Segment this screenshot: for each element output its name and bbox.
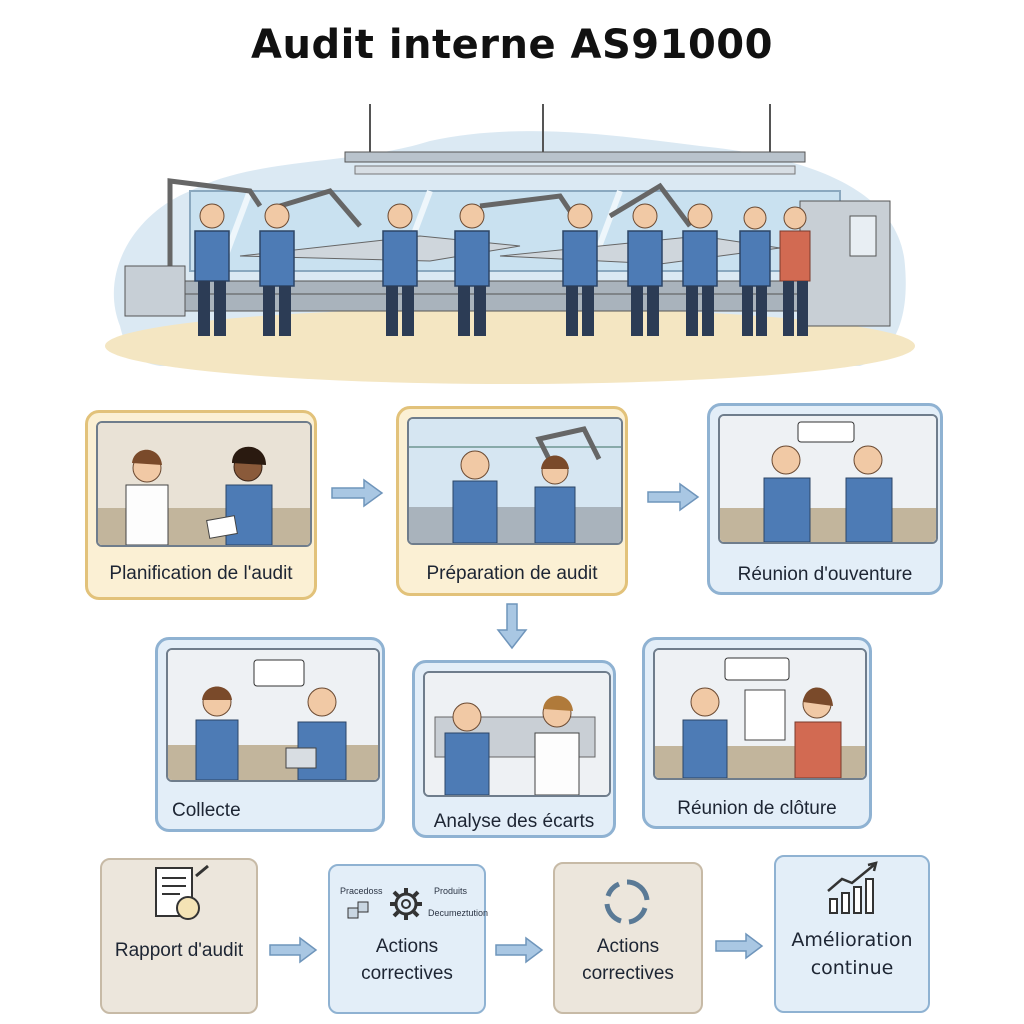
box-label: continue <box>810 957 894 979</box>
step-label: Planification de l'audit <box>109 563 293 584</box>
scene-cloture <box>653 648 867 780</box>
arrow-right-icon <box>715 932 764 960</box>
report-document-icon <box>155 864 209 920</box>
growth-chart-icon <box>827 861 878 914</box>
box-amelioration-continue[interactable]: Amélioration continue <box>774 855 930 1013</box>
scene-ouverture <box>718 414 938 544</box>
step-label: Collecte <box>172 800 241 821</box>
step-label: Analyse des écarts <box>433 811 595 832</box>
scene-planification <box>96 421 312 547</box>
scene-preparation <box>407 417 623 545</box>
step-card-ouverture[interactable]: Réunion d'ouventure <box>707 403 943 595</box>
step-card-preparation[interactable]: Préparation de audit <box>396 406 628 596</box>
step-card-collecte[interactable]: Collecte <box>155 637 385 832</box>
step-card-analyse[interactable]: Analyse des écarts <box>412 660 616 838</box>
step-label: Préparation de audit <box>426 563 598 584</box>
tag-label: Produits <box>434 886 468 896</box>
tag-label: Pracedoss <box>340 886 383 896</box>
arrow-down-icon <box>496 603 528 650</box>
arrow-right-icon <box>647 482 700 512</box>
box-label: Actions <box>596 936 660 957</box>
arrow-right-icon <box>269 936 318 964</box>
box-label: Rapport d'audit <box>114 940 244 961</box>
box-actions-correctives-1[interactable]: Pracedoss Produits Decumeztution Actions… <box>328 864 489 1014</box>
step-label: Réunion d'ouventure <box>737 564 913 585</box>
gear-icon <box>390 888 422 920</box>
step-card-planification[interactable]: Planification de l'audit <box>85 410 317 600</box>
tag-label: Decumeztution <box>428 908 489 918</box>
cycle-icon <box>604 879 650 925</box>
box-rapport-audit[interactable]: Rapport d'audit <box>100 858 258 1014</box>
scene-collecte <box>166 648 380 782</box>
page-title: Audit interne AS91000 <box>251 22 773 68</box>
box-label: Amélioration <box>791 929 913 951</box>
box-label: correctives <box>361 963 453 984</box>
arrow-right-icon <box>331 478 384 508</box>
scene-analyse <box>423 671 611 797</box>
box-label: correctives <box>582 963 674 984</box>
factory-illustration <box>105 104 915 384</box>
blocks-icon <box>347 901 369 919</box>
step-label: Réunion de clôture <box>677 798 837 819</box>
box-label: Actions <box>375 936 439 957</box>
step-card-cloture[interactable]: Réunion de clôture <box>642 637 872 829</box>
arrow-right-icon <box>495 936 544 964</box>
box-actions-correctives-2[interactable]: Actions correctives <box>553 862 703 1014</box>
